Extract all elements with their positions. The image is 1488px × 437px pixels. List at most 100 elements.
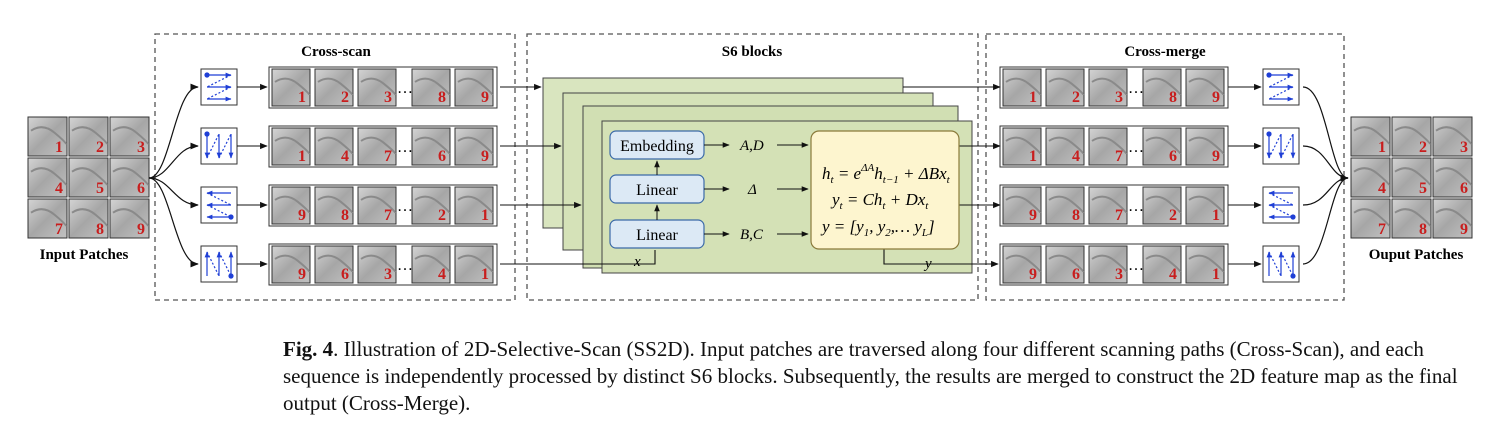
- patch-number: 8: [96, 221, 104, 238]
- patch-number: 9: [1029, 266, 1037, 283]
- merge-seq-patch: 1: [1002, 68, 1042, 107]
- merge-path-icon-4: [1262, 245, 1300, 283]
- merge-seq-patch: 8: [1045, 186, 1085, 225]
- input-patch-4: 4: [27, 157, 68, 198]
- out-embedding-label: A,D: [739, 138, 764, 154]
- merge-seq-patch: 7: [1088, 127, 1128, 166]
- merge-seq-patch: 6: [1045, 245, 1085, 284]
- patch-number: 1: [1029, 89, 1037, 106]
- merge-seq-patch: 1: [1185, 245, 1225, 284]
- output-patch-2: 2: [1391, 116, 1432, 157]
- input-patch-5: 5: [68, 157, 109, 198]
- patch-number: 9: [1212, 89, 1220, 106]
- scan-path-icon-2: [200, 127, 238, 165]
- patch-number: 8: [1419, 221, 1427, 238]
- patch-number: 1: [1212, 207, 1220, 224]
- scan-seq-patch: 6: [411, 127, 451, 166]
- patch-number: 9: [137, 221, 145, 238]
- patch-number: 9: [298, 266, 306, 283]
- patch-number: 6: [438, 148, 446, 165]
- patch-number: 3: [1460, 139, 1468, 156]
- input-patch-3: 3: [109, 116, 150, 157]
- output-y-label: y: [923, 256, 932, 272]
- patch-number: 3: [1115, 89, 1123, 106]
- patch-number: 7: [384, 148, 392, 165]
- output-patch-6: 6: [1432, 157, 1473, 198]
- patch-number: 4: [1378, 180, 1386, 197]
- scan-seq-patch: 9: [454, 127, 494, 166]
- patch-number: 4: [438, 266, 446, 283]
- equation-2: yt = Cht + Dxt: [830, 190, 929, 212]
- scan-seq-patch: 2: [411, 186, 451, 225]
- patch-number: 1: [298, 148, 306, 165]
- out-linear1-label: Δ: [747, 182, 757, 198]
- patch-number: 7: [1115, 148, 1123, 165]
- output-patch-4: 4: [1350, 157, 1391, 198]
- output-patch-5: 5: [1391, 157, 1432, 198]
- output-patches-label: Ouput Patches: [1369, 247, 1464, 263]
- scan-seq-patch: 7: [357, 127, 397, 166]
- output-patch-8: 8: [1391, 198, 1432, 239]
- figure-caption: Fig. 4. Illustration of 2D-Selective-Sca…: [283, 336, 1463, 417]
- output-patch-9: 9: [1432, 198, 1473, 239]
- patch-number: 3: [137, 139, 145, 156]
- scan-seq-patch: 6: [314, 245, 354, 284]
- patch-number: 3: [1115, 266, 1123, 283]
- cross-scan-title: Cross-scan: [301, 44, 371, 60]
- input-patch-6: 6: [109, 157, 150, 198]
- patch-number: 4: [1072, 148, 1080, 165]
- scan-path-icon-4: [200, 245, 238, 283]
- scan-seq-patch: 3: [357, 245, 397, 284]
- patch-number: 4: [341, 148, 349, 165]
- patch-number: 7: [384, 207, 392, 224]
- output-patch-1: 1: [1350, 116, 1391, 157]
- patch-number: 9: [1460, 221, 1468, 238]
- patch-number: 2: [1072, 89, 1080, 106]
- patch-number: 6: [1072, 266, 1080, 283]
- patch-number: 5: [96, 180, 104, 197]
- input-patch-1: 1: [27, 116, 68, 157]
- output-patch-7: 7: [1350, 198, 1391, 239]
- scan-seq-patch: 4: [411, 245, 451, 284]
- s6-internal: Embedding Linear Linear A,D Δ B,C x y ht…: [609, 130, 960, 272]
- patch-number: 4: [55, 180, 63, 197]
- merge-seq-patch: 9: [1002, 245, 1042, 284]
- merge-seq-patch: 1: [1185, 186, 1225, 225]
- merge-path-icon-3: [1262, 186, 1300, 224]
- merge-seq-patch: 9: [1002, 186, 1042, 225]
- split-branches: [148, 83, 199, 268]
- scan-seq-patch: 9: [271, 245, 311, 284]
- merge-seq-patch: 9: [1185, 127, 1225, 166]
- merge-seq-patch: 3: [1088, 68, 1128, 107]
- caption-label: Fig. 4: [283, 337, 334, 361]
- merge-seq-patch: 7: [1088, 186, 1128, 225]
- s6-blocks-box: [526, 33, 979, 301]
- patch-number: 1: [1212, 266, 1220, 283]
- scan-seq-patch: 3: [357, 68, 397, 107]
- patch-number: 6: [1169, 148, 1177, 165]
- equation-box: [810, 130, 960, 250]
- patch-number: 3: [384, 89, 392, 106]
- patch-number: 2: [1419, 139, 1427, 156]
- merge-seq-patch: 9: [1185, 68, 1225, 107]
- cross-merge-box: [985, 33, 1345, 301]
- input-patch-8: 8: [68, 198, 109, 239]
- patch-number: 7: [1115, 207, 1123, 224]
- patch-number: 2: [438, 207, 446, 224]
- scan-seq-patch: 7: [357, 186, 397, 225]
- scan-path-icon-3: [200, 186, 238, 224]
- patch-number: 8: [1072, 207, 1080, 224]
- ellipsis: …: [1128, 257, 1144, 274]
- ellipsis: …: [1128, 80, 1144, 97]
- ellipsis: …: [397, 80, 413, 97]
- merge-sequence-row-1: 1 2 3 8 9 …: [999, 66, 1229, 109]
- embedding-label: Embedding: [620, 138, 694, 155]
- linear-label-2: Linear: [636, 227, 678, 244]
- patch-number: 1: [481, 266, 489, 283]
- merge-seq-patch: 8: [1142, 68, 1182, 107]
- merge-branches: [1302, 86, 1349, 265]
- merge-seq-patch: 4: [1142, 245, 1182, 284]
